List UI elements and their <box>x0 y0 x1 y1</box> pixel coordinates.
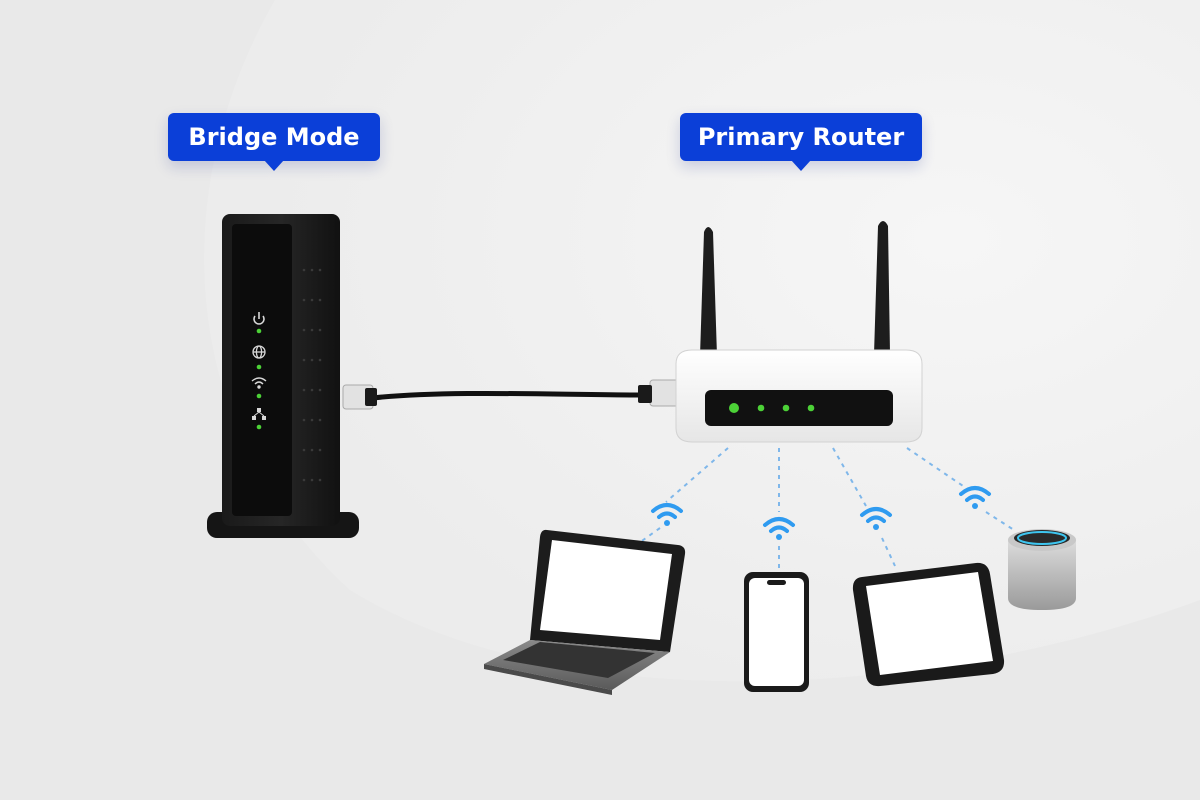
phone-screen <box>749 578 804 686</box>
router-led-3 <box>807 404 815 412</box>
router-device <box>675 221 923 443</box>
router-antenna-left <box>700 227 717 356</box>
wifi-icon <box>651 503 683 526</box>
link-speaker-lower <box>985 511 1015 531</box>
modem-led-power <box>256 328 262 334</box>
tablet-screen <box>866 572 993 675</box>
link-laptop-upper <box>665 447 729 503</box>
wifi-icon <box>651 486 991 540</box>
modem-led-lan <box>256 424 262 430</box>
modem-led-internet <box>256 364 262 370</box>
laptop-device <box>484 529 686 695</box>
wifi-icon <box>959 486 991 509</box>
wifi-icon <box>860 507 892 530</box>
primary-router-label: Primary Router <box>680 113 922 171</box>
wifi-icon <box>763 517 795 540</box>
link-tablet-lower <box>881 537 896 567</box>
smart-speaker-device <box>1008 529 1076 610</box>
link-speaker-upper <box>906 447 967 489</box>
ethernet-cable <box>342 379 681 410</box>
wireless-links <box>631 447 1015 570</box>
modem-device <box>207 214 359 538</box>
tablet-device <box>852 562 1005 687</box>
modem-vent <box>302 268 322 482</box>
router-led-2 <box>782 404 790 412</box>
bridge-mode-label: Bridge Mode <box>168 113 380 171</box>
phone-device <box>744 572 809 692</box>
wifi-icon <box>251 377 267 389</box>
router-led-1 <box>757 404 765 412</box>
laptop-screen <box>540 540 672 640</box>
router-antenna-right <box>874 221 890 354</box>
globe-icon <box>252 345 266 359</box>
power-icon <box>253 312 265 325</box>
network-icon <box>252 408 266 420</box>
link-tablet-upper <box>832 447 867 507</box>
router-led-power <box>729 403 739 413</box>
modem-led-wifi <box>256 393 262 399</box>
